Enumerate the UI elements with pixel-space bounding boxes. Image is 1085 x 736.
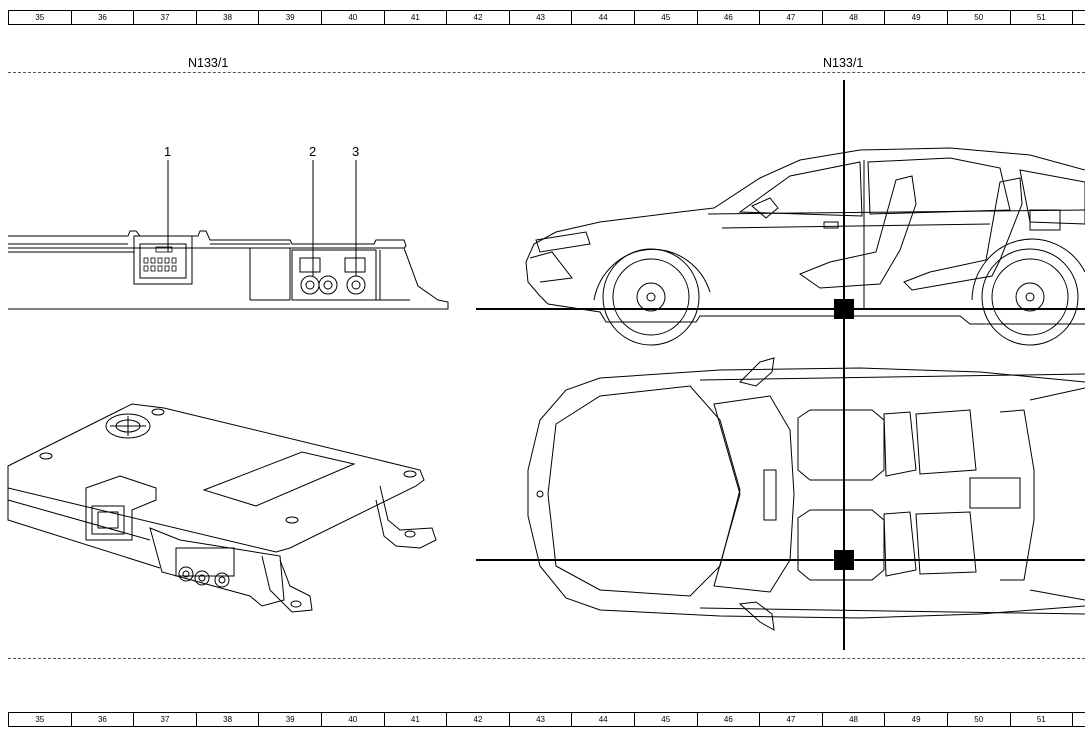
grid-cell-50: 50: [946, 713, 1010, 726]
grid-cell-42: 42: [446, 11, 509, 24]
grid-cell-44: 44: [571, 11, 634, 24]
grid-cell-47: 47: [759, 11, 822, 24]
grid-cell-45: 45: [633, 11, 697, 24]
location-marker-top-view: [834, 550, 854, 570]
component-ref-left: N133/1: [188, 56, 229, 70]
grid-cell-36: 36: [70, 713, 134, 726]
grid-cell-42: 42: [446, 713, 509, 726]
grid-cell-43: 43: [508, 713, 572, 726]
grid-cell-empty: [1072, 713, 1085, 726]
grid-cell-39: 39: [258, 11, 321, 24]
vehicle-side-view: [525, 147, 1085, 346]
grid-cell-48: 48: [821, 11, 885, 24]
vehicle-top-view: [527, 357, 1085, 631]
location-marker-side-view: [834, 299, 854, 319]
border-dashed-bottom: [8, 658, 1085, 659]
component-ref-right: N133/1: [823, 56, 864, 70]
grid-cell-45: 45: [633, 713, 697, 726]
grid-cell-37: 37: [133, 713, 196, 726]
grid-cell-51: 51: [1009, 713, 1073, 726]
callout-3: 3: [352, 144, 359, 159]
grid-cell-43: 43: [508, 11, 572, 24]
border-dashed-top: [8, 72, 1085, 73]
grid-cell-47: 47: [759, 713, 822, 726]
grid-cell-39: 39: [258, 713, 321, 726]
grid-cell-40: 40: [320, 11, 384, 24]
control-unit-side-view: [8, 230, 449, 310]
grid-cell-41: 41: [383, 713, 447, 726]
callout-2: 2: [309, 144, 316, 159]
grid-cell-38: 38: [195, 713, 259, 726]
location-crosshair: [476, 80, 1085, 650]
grid-cell-35: 35: [8, 11, 71, 24]
grid-cell-44: 44: [571, 713, 634, 726]
grid-cell-46: 46: [696, 713, 760, 726]
connector-1-pins: [143, 246, 177, 272]
grid-cell-empty: [1072, 11, 1085, 24]
callout-leaders: [167, 160, 357, 276]
control-unit-isometric-view: [7, 403, 437, 613]
grid-cell-49: 49: [884, 713, 947, 726]
grid-cell-49: 49: [884, 11, 947, 24]
grid-cell-41: 41: [383, 11, 447, 24]
grid-cell-40: 40: [320, 713, 384, 726]
grid-cell-38: 38: [195, 11, 259, 24]
grid-cell-35: 35: [8, 713, 71, 726]
grid-cell-48: 48: [821, 713, 885, 726]
grid-cell-50: 50: [946, 11, 1010, 24]
grid-cell-46: 46: [696, 11, 760, 24]
callout-1: 1: [164, 144, 171, 159]
grid-cell-51: 51: [1009, 11, 1073, 24]
grid-cell-36: 36: [70, 11, 134, 24]
grid-cell-37: 37: [133, 11, 196, 24]
